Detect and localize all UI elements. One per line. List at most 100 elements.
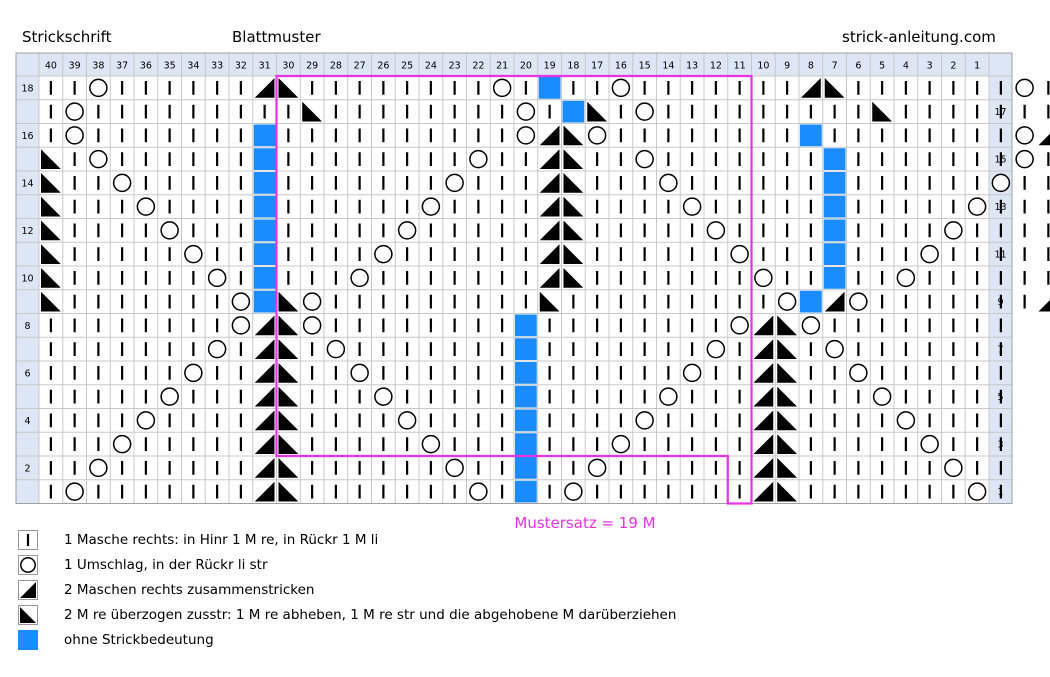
yarn-over-mark: [112, 173, 132, 193]
yarn-over-mark: [231, 316, 251, 335]
skp-mark: [539, 291, 560, 312]
k2tog-mark: [539, 196, 560, 217]
column-number: 21: [496, 61, 508, 72]
column-number: 14: [662, 61, 674, 72]
yarn-over-mark: [872, 387, 892, 406]
skp-mark: [41, 220, 61, 241]
k2tog-mark: [539, 244, 560, 264]
no-stitch-mark: [538, 77, 561, 99]
skp-mark: [278, 291, 299, 312]
skp-mark: [563, 196, 584, 217]
column-number: 23: [449, 61, 461, 72]
yarn-over-mark: [730, 244, 749, 264]
chart-subtitle: Blattmuster: [232, 28, 321, 46]
k2tog-mark: [753, 410, 774, 431]
yarn-over-mark: [754, 268, 773, 288]
no-stitch-mark: [253, 148, 276, 170]
yarn-over-mark: [445, 173, 464, 193]
yarn-over-mark: [825, 339, 844, 359]
column-number: 39: [69, 61, 81, 72]
skp-mark: [777, 339, 797, 359]
yarn-over-mark: [350, 268, 369, 288]
yarn-over-mark: [350, 363, 369, 383]
yarn-over-mark: [706, 339, 726, 359]
k2tog-mark: [539, 220, 560, 241]
skp-mark: [278, 434, 299, 454]
yarn-over-mark: [635, 411, 654, 430]
k2tog-mark: [753, 363, 774, 383]
yarn-over-mark: [136, 411, 156, 430]
yarn-over-mark: [302, 316, 322, 335]
yarn-over-mark: [896, 268, 916, 288]
skp-mark: [41, 173, 61, 193]
skp-mark: [41, 149, 61, 169]
legend-text: ohne Strickbedeutung: [64, 632, 214, 648]
skp-mark: [278, 410, 299, 431]
column-number: 2: [950, 61, 956, 72]
skp-mark: [563, 149, 584, 169]
column-number: 15: [639, 61, 651, 72]
skp-mark: [278, 386, 299, 407]
column-number: 35: [164, 61, 176, 72]
no-stitch-mark: [253, 290, 276, 313]
yarn-over-mark: [65, 482, 84, 501]
no-stitch-mark: [800, 124, 822, 147]
yarn-over-mark: [516, 126, 536, 145]
row-number-left: 18: [21, 83, 33, 94]
column-number: 16: [615, 61, 627, 72]
skp-mark: [278, 458, 299, 478]
column-number: 33: [211, 61, 223, 72]
skp-mark: [563, 268, 584, 288]
legend-item-yo: 1 Umschlag, in der Rückr li str: [18, 553, 778, 575]
k2tog-mark: [254, 386, 275, 407]
yarn-over-mark: [896, 411, 916, 430]
k2tog-mark: [254, 363, 275, 383]
row-number-left: 8: [24, 321, 30, 332]
legend-item-knit: 1 Masche rechts: in Hinr 1 M re, in Rück…: [18, 528, 778, 550]
column-number: 6: [855, 61, 861, 72]
row-number-left: 12: [21, 226, 33, 237]
no-stitch-mark: [823, 195, 846, 218]
row-number-left: 6: [24, 368, 30, 379]
yarn-over-mark: [920, 244, 939, 264]
yarn-over-mark: [89, 458, 108, 478]
yarn-over-mark: [89, 149, 108, 169]
row-number-left: 16: [21, 131, 33, 142]
skp-mark: [302, 101, 322, 122]
yarn-over-mark: [516, 102, 536, 121]
skp-mark: [278, 78, 299, 98]
no-stitch-mark: [800, 290, 822, 313]
yarn-over-mark: [374, 387, 393, 406]
skp-mark: [563, 244, 584, 264]
row-number-left: 14: [21, 178, 33, 189]
yarn-over-mark: [801, 316, 821, 335]
k2tog-mark: [753, 481, 774, 502]
column-number: 28: [330, 61, 342, 72]
yarn-over-mark: [421, 197, 441, 216]
yarn-over-mark: [635, 149, 654, 169]
yarn-over-mark: [1015, 78, 1034, 98]
yarn-over-mark: [184, 244, 203, 264]
k2tog-mark: [254, 339, 275, 359]
no-stitch-mark: [253, 172, 276, 194]
skp-mark: [278, 339, 299, 359]
column-number: 19: [544, 61, 556, 72]
column-number: 5: [879, 61, 885, 72]
skp-mark: [278, 363, 299, 383]
row-number-left: 4: [24, 416, 30, 427]
yarn-over-mark: [374, 244, 393, 264]
yarn-over-mark: [302, 292, 322, 311]
column-number: 20: [520, 61, 532, 72]
yarn-over-mark: [421, 434, 441, 454]
yarn-over-mark: [611, 434, 631, 454]
chart-border: [15, 52, 1013, 504]
legend-item-k2tog: 2 Maschen rechts zusammenstricken: [18, 578, 778, 600]
k2tog-mark: [1038, 133, 1050, 146]
k2tog-mark: [254, 410, 275, 431]
column-number: 34: [187, 61, 199, 72]
yarn-over-mark: [706, 221, 726, 240]
yarn-over-mark: [231, 292, 251, 311]
legend-text: 1 Masche rechts: in Hinr 1 M re, in Rück…: [64, 532, 379, 548]
yarn-over-mark: [469, 149, 488, 169]
